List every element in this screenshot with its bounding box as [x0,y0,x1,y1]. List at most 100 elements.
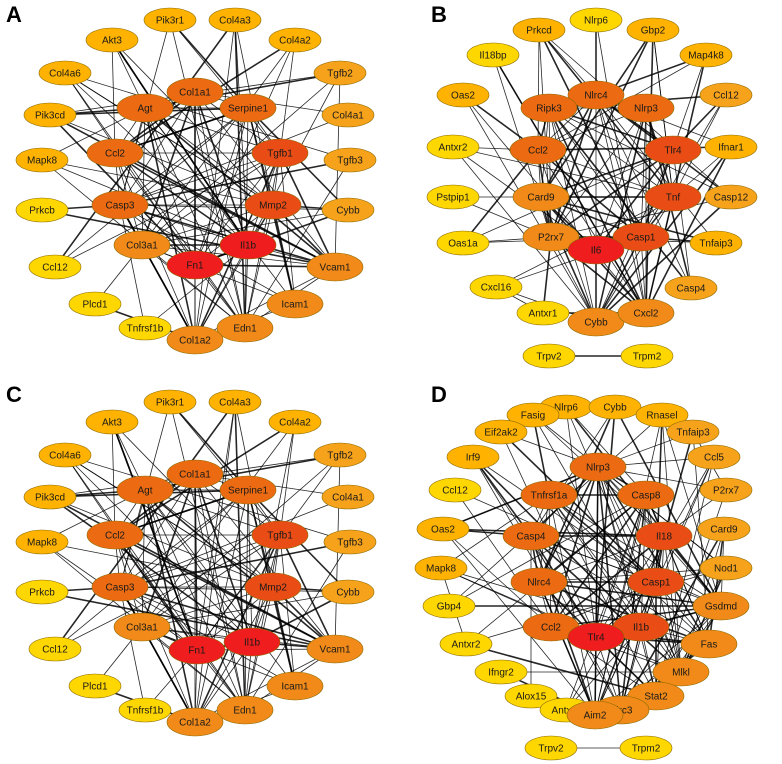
edge-143 [465,643,657,697]
node-mlkl: Mlkl [652,657,710,687]
edge-50 [550,236,647,314]
node-ellipse [113,230,171,260]
node-ellipse [166,325,224,355]
node-ellipse [223,627,281,657]
edge-19 [548,494,722,607]
node-col4a2: Col4a2 [268,27,322,53]
node-ellipse [644,182,702,212]
node-tgfb2: Tgfb2 [313,442,367,468]
node-label: Mapk8 [27,538,57,549]
node-ccl2: Ccl2 [86,520,144,550]
edge-87 [595,196,732,323]
node-tgfb2: Tgfb2 [313,60,367,86]
node-label: Col1a1 [179,88,211,99]
edge-52 [595,236,642,323]
node-col4a3: Col4a3 [208,389,262,415]
node-label: Rnasel [646,411,677,422]
edge-126 [442,528,596,716]
node-nlrc4: Nlrc4 [567,80,625,110]
node-cxcl2: Cxcl2 [617,298,675,328]
node-ellipse [321,579,375,605]
edge-131 [64,72,274,206]
node-label: Col3a1 [126,623,158,634]
edge-111 [119,159,351,206]
edge-119 [54,107,249,268]
edge-99 [595,94,692,289]
edge-38 [119,152,281,206]
edge-64 [141,244,296,305]
node-label: Mlkl [672,668,690,679]
node-label: Nod1 [714,564,738,575]
node-label: Fn1 [186,261,204,272]
edge-15 [144,489,274,588]
node-label: Ccl12 [42,263,68,274]
edge-30 [640,494,647,628]
node-nlrp3: Nlrp3 [569,452,627,482]
edge-104 [462,149,539,244]
node-ellipse [268,27,322,53]
node-ellipse [567,80,625,110]
node-label: Il6 [591,246,602,257]
node-gbp4: Gbp4 [422,593,476,619]
edge-133 [141,591,349,628]
node-label: Card9 [710,525,738,536]
node-label: Nlrp6 [554,403,578,414]
edge-24 [595,107,647,323]
node-ellipse [244,190,302,220]
edge-112 [244,159,351,329]
edge-81 [645,146,732,314]
node-label: Il1b [240,241,257,252]
node-ccl12: Ccl12 [28,636,82,662]
edge-49 [550,236,597,323]
edge-85 [111,39,116,154]
node-label: Map4k8 [688,51,724,62]
node-label: Ccl5 [704,453,724,464]
node-ellipse [251,520,309,550]
node-tnfrsf1b: Tnfrsf1b [118,315,172,341]
node-map4k8: Map4k8 [679,42,733,68]
node-ellipse [216,695,274,725]
node-label: Cxcl16 [481,283,512,294]
edge-113 [472,456,642,628]
node-tlr4: Tlr4 [567,622,625,652]
node-label: Col4a3 [219,398,251,409]
node-ellipse [91,572,149,602]
edge-45 [595,196,674,323]
node-ifngr2: Ifngr2 [474,659,528,685]
node-nod1: Nod1 [699,555,753,581]
node-pik3r1: Pik3r1 [143,389,197,415]
node-cybb: Cybb [588,394,642,420]
node-label: Col4a6 [49,451,81,462]
node-label: Col1a2 [179,336,211,347]
node-ellipse [699,82,753,108]
node-ellipse [510,567,568,597]
node-label: Vcam1 [319,645,351,656]
node-tnfrsf1b: Tnfrsf1b [118,697,172,723]
edge-21 [550,107,647,238]
edge-27 [247,489,253,643]
edge-95 [64,72,249,246]
node-ellipse [68,291,122,317]
node-ccl2: Ccl2 [509,135,567,165]
edge-38 [119,534,281,588]
node-ellipse [439,631,493,657]
edge-156 [442,466,599,530]
node-akt3: Akt3 [85,409,139,435]
node-ellipse [428,477,482,503]
node-oas2: Oas2 [416,516,470,542]
node-ellipse [619,735,673,761]
node-pik3cd: Pik3cd [23,484,77,510]
node-casp8: Casp8 [617,480,675,510]
node-label: Tgfb3 [337,538,363,549]
node-ellipse [208,389,262,415]
node-label: Gsdmd [705,602,737,613]
node-mapk8: Mapk8 [15,529,69,555]
edge-80 [169,401,246,711]
node-icam1: Icam1 [266,289,324,319]
node-gbp2: Gbp2 [626,17,680,43]
node-cybb: Cybb [567,307,625,337]
node-col4a6: Col4a6 [38,60,92,86]
edge-20 [548,494,552,628]
node-ellipse [166,707,224,737]
node-prkcb: Prkcb [15,197,69,223]
